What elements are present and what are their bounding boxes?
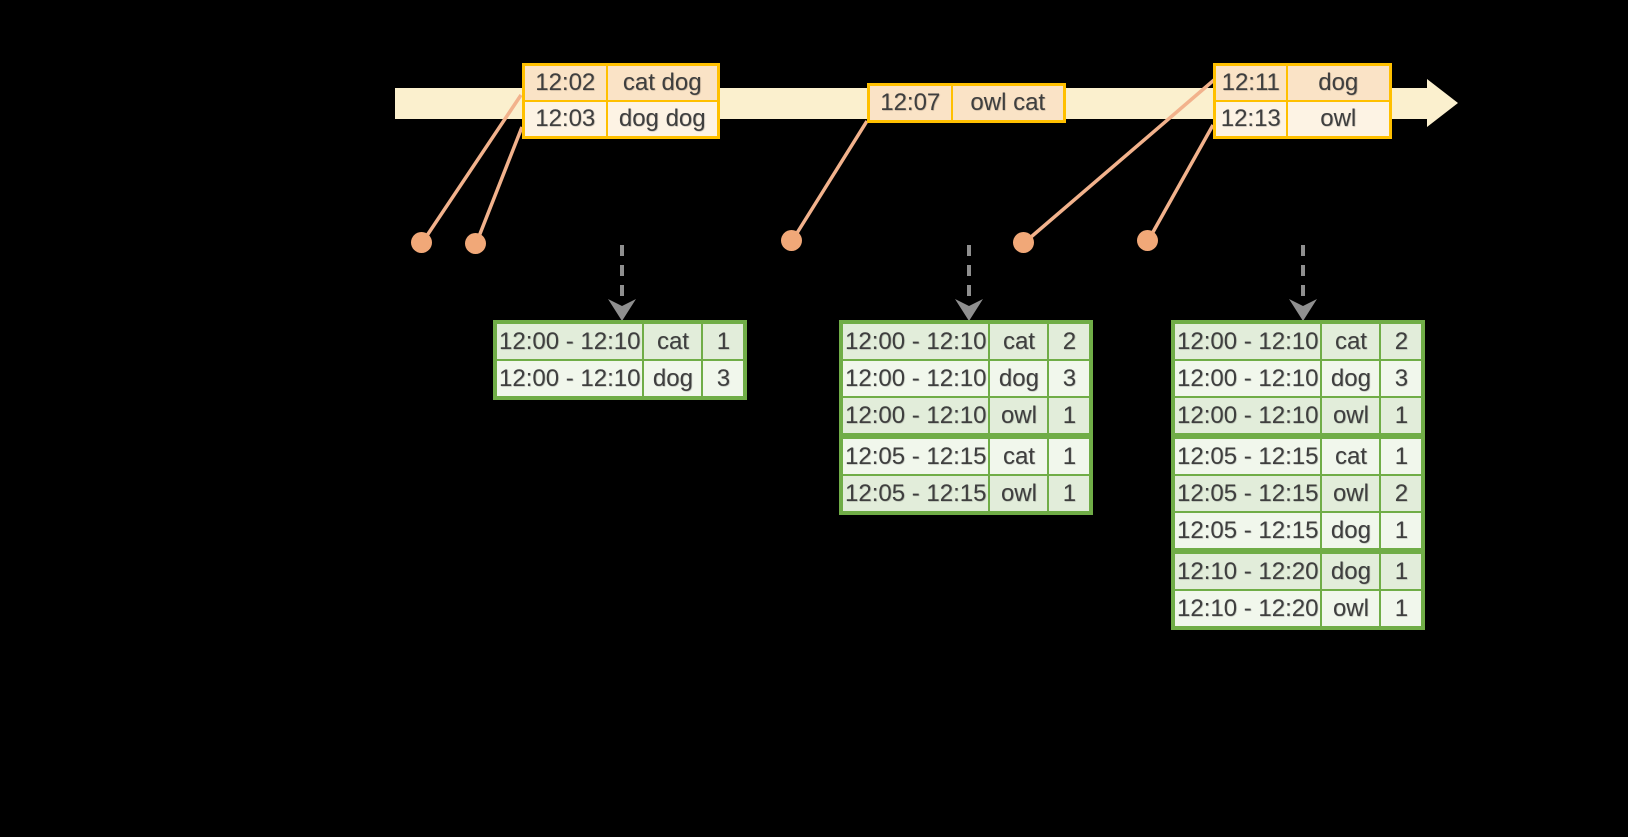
result-row: 12:00 - 12:10 cat 2	[839, 321, 1093, 361]
event-row: 12:07 owl cat	[867, 83, 1066, 123]
event-words-cell: dog dog	[605, 100, 720, 139]
event-dot	[1013, 232, 1034, 253]
count-cell: 1	[1379, 511, 1425, 554]
event-words-cell: cat dog	[605, 63, 720, 102]
word-cell: cat	[988, 321, 1050, 361]
count-cell: 1	[701, 321, 747, 361]
count-cell: 1	[1379, 435, 1425, 476]
word-cell: owl	[988, 396, 1050, 439]
window-cell: 12:00 - 12:10	[1171, 396, 1323, 439]
event-words-cell: owl cat	[950, 83, 1066, 123]
result-table-3: 12:00 - 12:10 cat 2 12:00 - 12:10 dog 3 …	[1171, 320, 1426, 630]
word-cell: cat	[988, 435, 1050, 476]
result-row: 12:05 - 12:15 cat 1	[839, 435, 1093, 476]
result-row: 12:00 - 12:10 cat 2	[1171, 321, 1425, 361]
event-connector-line	[1022, 78, 1216, 245]
result-row: 12:00 - 12:10 dog 3	[1171, 359, 1425, 398]
word-cell: owl	[1320, 589, 1382, 629]
event-table-3: 12:11 dog 12:13 owl	[1213, 63, 1392, 139]
window-cell: 12:00 - 12:10	[839, 396, 991, 439]
result-table-1: 12:00 - 12:10 cat 1 12:00 - 12:10 dog 3	[493, 320, 748, 400]
trigger-arrow-head-icon	[608, 299, 636, 321]
word-cell: dog	[988, 359, 1050, 398]
window-cell: 12:10 - 12:20	[1171, 550, 1323, 591]
event-dot	[465, 233, 486, 254]
word-cell: owl	[1320, 396, 1382, 439]
window-cell: 12:10 - 12:20	[1171, 589, 1323, 629]
event-connector-line	[474, 126, 524, 245]
result-row: 12:00 - 12:10 dog 3	[493, 359, 747, 399]
count-cell: 3	[1047, 359, 1093, 398]
event-dot	[411, 232, 432, 253]
result-row: 12:00 - 12:10 owl 1	[1171, 396, 1425, 439]
event-time-cell: 12:11	[1213, 63, 1288, 102]
event-dot	[781, 230, 802, 251]
word-cell: dog	[1320, 511, 1382, 554]
count-cell: 1	[1047, 435, 1093, 476]
count-cell: 1	[1047, 396, 1093, 439]
result-row: 12:00 - 12:10 cat 1	[493, 321, 747, 361]
word-cell: cat	[1320, 435, 1382, 476]
word-cell: owl	[1320, 474, 1382, 513]
word-cell: dog	[1320, 359, 1382, 398]
event-row: 12:03 dog dog	[522, 100, 720, 139]
trigger-arrow-head-icon	[955, 299, 983, 321]
result-row: 12:05 - 12:15 owl 2	[1171, 474, 1425, 513]
window-cell: 12:00 - 12:10	[493, 359, 645, 399]
count-cell: 1	[1379, 550, 1425, 591]
word-cell: cat	[1320, 321, 1382, 361]
window-cell: 12:05 - 12:15	[1171, 435, 1323, 476]
result-row: 12:00 - 12:10 dog 3	[839, 359, 1093, 398]
event-time-cell: 12:02	[522, 63, 608, 102]
result-row: 12:05 - 12:15 owl 1	[839, 474, 1093, 514]
event-table-1: 12:02 cat dog 12:03 dog dog	[522, 63, 720, 139]
window-cell: 12:05 - 12:15	[1171, 511, 1323, 554]
result-row: 12:00 - 12:10 owl 1	[839, 396, 1093, 439]
count-cell: 1	[1379, 396, 1425, 439]
event-row: 12:02 cat dog	[522, 63, 720, 102]
window-cell: 12:00 - 12:10	[493, 321, 645, 361]
event-time-cell: 12:03	[522, 100, 608, 139]
window-cell: 12:00 - 12:10	[839, 321, 991, 361]
event-connector-line	[790, 120, 869, 242]
event-table-2: 12:07 owl cat	[867, 83, 1066, 123]
event-words-cell: dog	[1285, 63, 1392, 102]
count-cell: 1	[1379, 589, 1425, 629]
event-connector-line	[1146, 124, 1215, 242]
result-row: 12:10 - 12:20 dog 1	[1171, 550, 1425, 591]
timeline-arrow-head-icon	[1427, 79, 1458, 127]
event-row: 12:11 dog	[1213, 63, 1392, 102]
window-cell: 12:05 - 12:15	[839, 435, 991, 476]
trigger-arrow-head-icon	[1289, 299, 1317, 321]
window-cell: 12:05 - 12:15	[839, 474, 991, 514]
event-connector-line	[420, 94, 523, 244]
count-cell: 3	[701, 359, 747, 399]
event-words-cell: owl	[1285, 100, 1392, 139]
event-row: 12:13 owl	[1213, 100, 1392, 139]
event-dot	[1137, 230, 1158, 251]
count-cell: 3	[1379, 359, 1425, 398]
window-cell: 12:05 - 12:15	[1171, 474, 1323, 513]
count-cell: 2	[1379, 321, 1425, 361]
window-cell: 12:00 - 12:10	[839, 359, 991, 398]
result-row: 12:10 - 12:20 owl 1	[1171, 589, 1425, 629]
count-cell: 1	[1047, 474, 1093, 514]
result-row: 12:05 - 12:15 dog 1	[1171, 511, 1425, 554]
window-cell: 12:00 - 12:10	[1171, 359, 1323, 398]
word-cell: cat	[642, 321, 704, 361]
event-time-cell: 12:07	[867, 83, 953, 123]
word-cell: owl	[988, 474, 1050, 514]
result-row: 12:05 - 12:15 cat 1	[1171, 435, 1425, 476]
word-cell: dog	[1320, 550, 1382, 591]
event-time-cell: 12:13	[1213, 100, 1288, 139]
window-cell: 12:00 - 12:10	[1171, 321, 1323, 361]
count-cell: 2	[1047, 321, 1093, 361]
count-cell: 2	[1379, 474, 1425, 513]
result-table-2: 12:00 - 12:10 cat 2 12:00 - 12:10 dog 3 …	[839, 320, 1094, 515]
word-cell: dog	[642, 359, 704, 399]
